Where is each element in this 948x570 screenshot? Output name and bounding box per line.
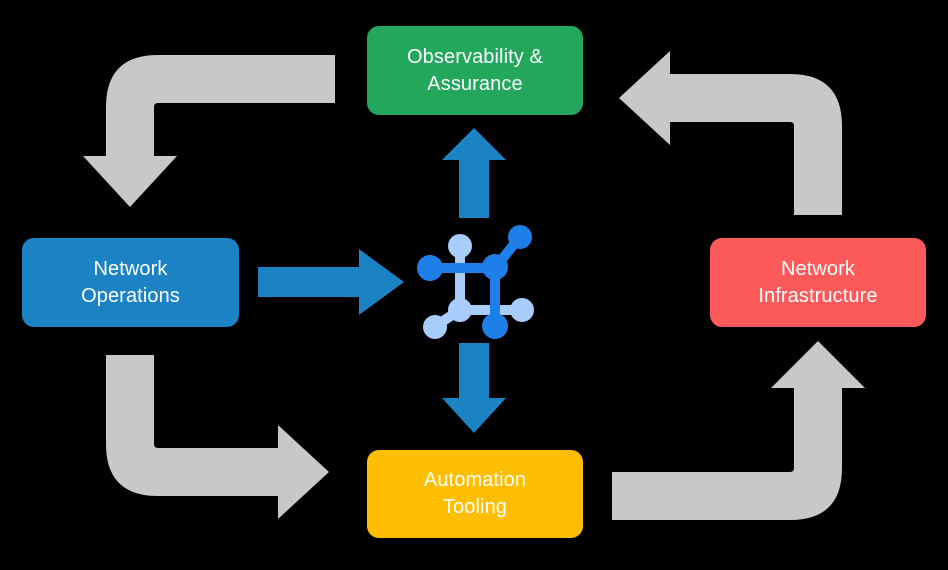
network-topology-icon bbox=[417, 225, 534, 339]
connector-infrastructure-to-observability bbox=[619, 51, 842, 215]
connector-operations-to-automation bbox=[106, 355, 329, 519]
node-label-observability: Observability & Assurance bbox=[407, 45, 543, 95]
connector-observability-to-operations bbox=[83, 55, 335, 207]
connector-center-to-automation bbox=[442, 343, 506, 433]
node-network-operations[interactable]: Network Operations bbox=[22, 238, 239, 327]
connector-operations-to-center bbox=[258, 249, 404, 315]
connector-automation-to-infrastructure bbox=[612, 341, 865, 520]
node-network-infrastructure[interactable]: Network Infrastructure bbox=[710, 238, 926, 327]
node-label-network-infrastructure: Network Infrastructure bbox=[758, 257, 878, 307]
connector-center-to-observability bbox=[442, 128, 506, 218]
node-automation-tooling[interactable]: Automation Tooling bbox=[367, 450, 583, 538]
node-label-automation-tooling: Automation Tooling bbox=[423, 469, 527, 518]
node-label-network-operations: Network Operations bbox=[81, 257, 180, 307]
node-observability-assurance[interactable]: Observability & Assurance bbox=[367, 26, 583, 115]
